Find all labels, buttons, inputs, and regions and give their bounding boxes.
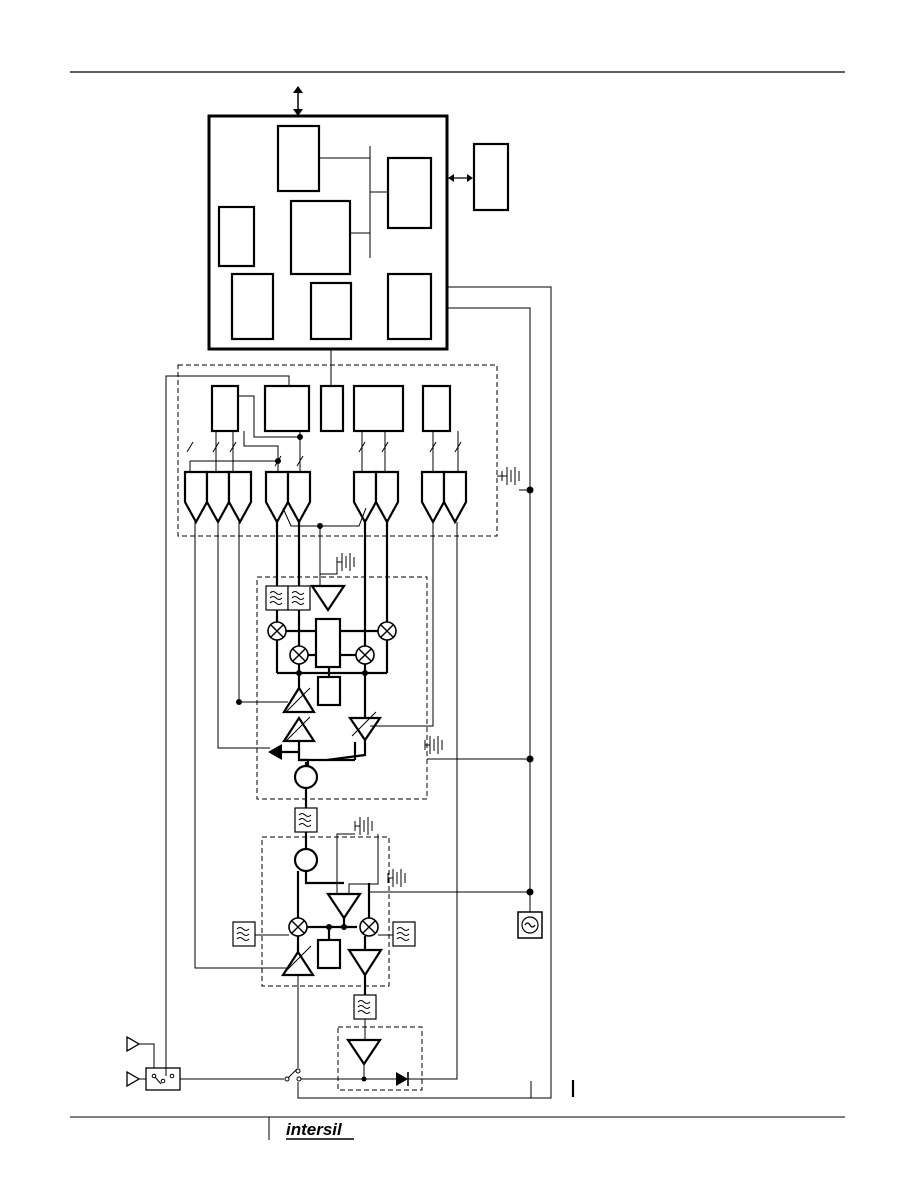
if-quadrature-block [217,522,530,800]
rf-frontend-block [194,522,530,1068]
baseband-processor [207,86,510,351]
supply-wiring [297,286,552,1099]
oscillator-symbol [517,911,543,939]
intersil-logo: intersil [286,1120,343,1139]
band-filter [294,788,318,849]
power-amp-block [301,522,458,1091]
antenna-switch [126,1035,302,1091]
converter-block [165,349,530,1068]
